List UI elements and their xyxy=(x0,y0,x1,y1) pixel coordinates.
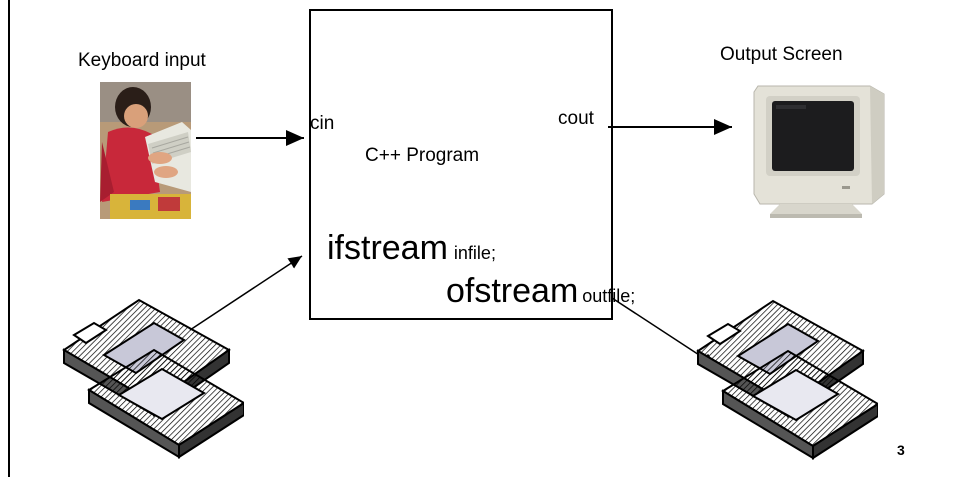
output-screen-label: Output Screen xyxy=(720,44,843,65)
crt-monitor-icon xyxy=(752,82,887,220)
output-floppy-disks-icon xyxy=(678,296,880,461)
slide-page-number: 3 xyxy=(897,442,905,458)
slide-left-border xyxy=(8,0,10,477)
program-label: C++ Program xyxy=(365,145,480,166)
cpp-program-box xyxy=(309,9,613,320)
child-typing-photo-icon xyxy=(100,82,191,219)
ofstream-keyword: ofstream xyxy=(446,272,579,310)
infile-variable: infile; xyxy=(453,243,496,263)
arrow-disk-to-ifstream xyxy=(189,255,303,331)
outfile-variable: outfile; xyxy=(582,286,636,306)
cout-label: cout xyxy=(558,108,594,129)
cin-label: cin xyxy=(310,113,335,134)
keyboard-input-label: Keyboard input xyxy=(78,50,206,71)
ifstream-keyword: ifstream xyxy=(327,229,448,267)
input-floppy-disks-icon xyxy=(44,295,246,460)
